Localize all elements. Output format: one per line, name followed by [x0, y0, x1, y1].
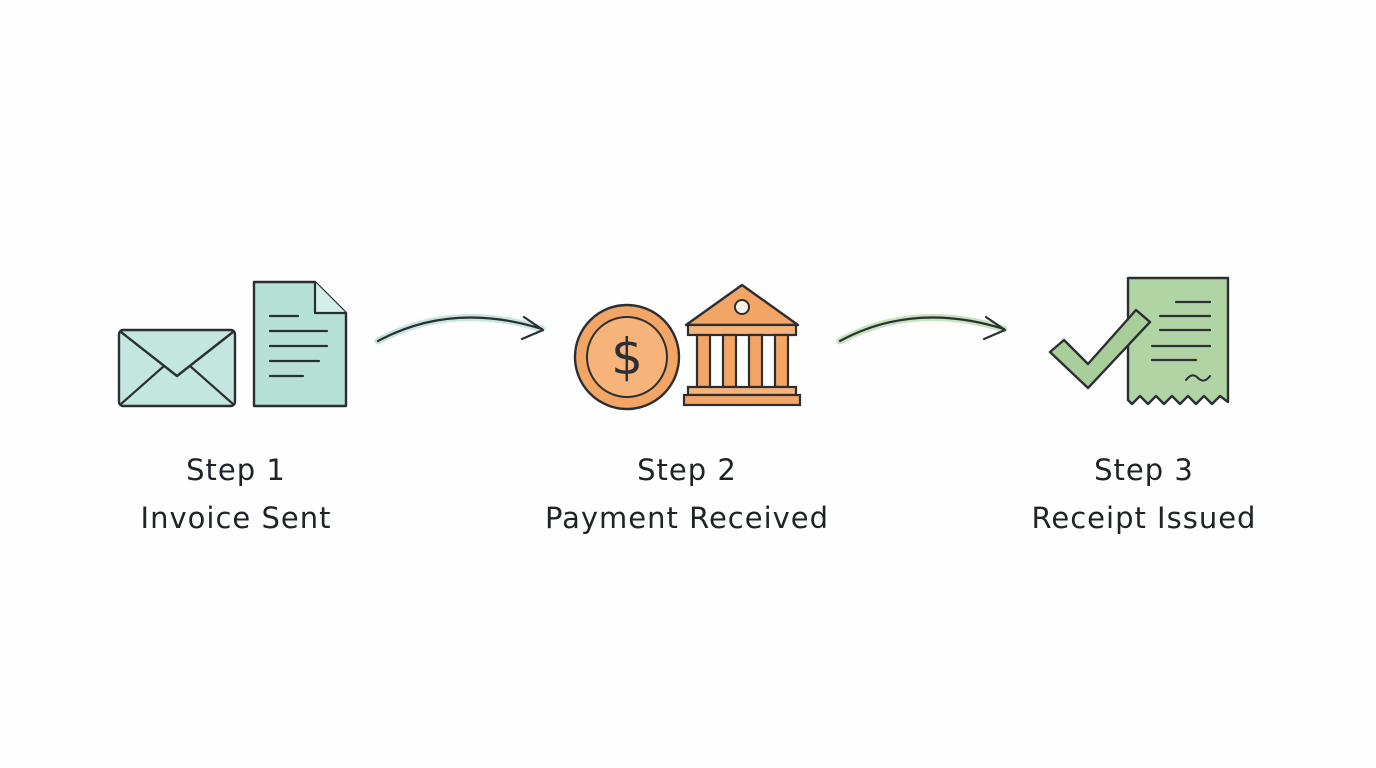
step-1-title: Step 1 [186, 453, 286, 487]
step-2-name: Payment Received [544, 501, 830, 535]
step-2-title: Step 2 [637, 453, 737, 487]
arrow-2 [834, 305, 1014, 350]
step-1-name: Invoice Sent [140, 501, 332, 535]
document-icon [252, 280, 348, 408]
dollar-coin-icon: $ [573, 303, 681, 411]
svg-text:$: $ [611, 328, 643, 386]
checkmark-icon [1048, 308, 1152, 390]
receipt-icon [1126, 276, 1230, 406]
arrow-1 [372, 305, 552, 350]
bank-icon [682, 283, 802, 407]
step-1-icons [110, 272, 355, 417]
step-2-icons: $ [570, 275, 810, 415]
step-3-name: Receipt Issued [1031, 501, 1257, 535]
step-3-title: Step 3 [1094, 453, 1194, 487]
envelope-icon [117, 328, 237, 408]
step-3-icons [1040, 268, 1240, 418]
